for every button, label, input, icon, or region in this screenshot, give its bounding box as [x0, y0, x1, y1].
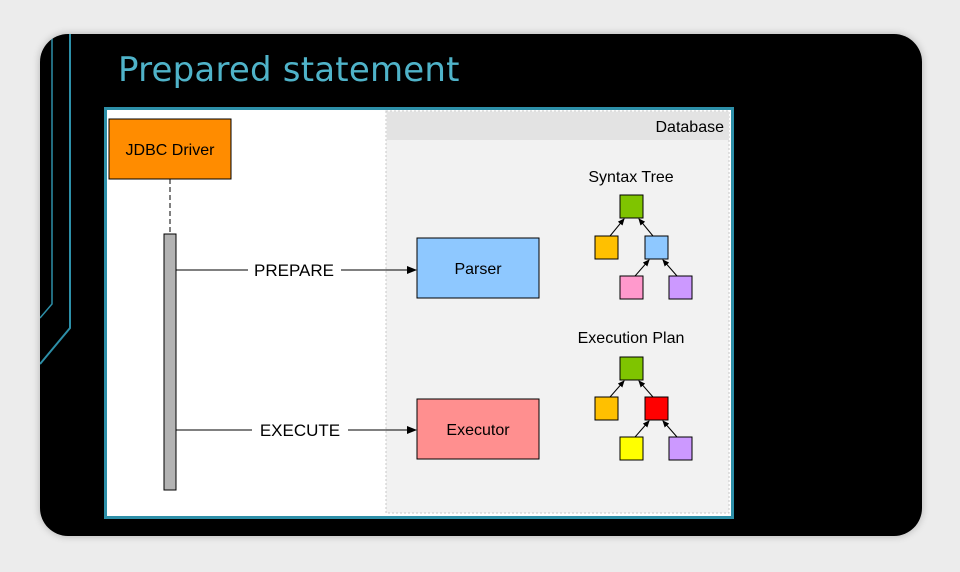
syntax-tree-node-left — [594, 235, 619, 260]
execution-plan-node-root — [619, 356, 644, 381]
syntax-tree-edge — [609, 218, 625, 237]
syntax-tree-edge — [634, 259, 650, 277]
syntax-tree-node-pink — [619, 275, 644, 300]
execute-message-label: EXECUTE — [260, 421, 340, 440]
execution-plan-node-mid — [644, 396, 669, 421]
execution-plan-edge — [634, 420, 650, 438]
syntax-tree-node-purple — [668, 275, 693, 300]
execution-plan-edge — [609, 380, 625, 398]
slide-title: Prepared statement — [118, 50, 460, 90]
database-label: Database — [656, 119, 725, 136]
syntax-tree-edge — [662, 259, 678, 277]
prepare-message-label: PREPARE — [254, 261, 334, 280]
execution-plan-node-yellow — [619, 436, 644, 461]
execution-plan-edge — [662, 420, 678, 438]
syntax-tree-edge — [638, 218, 654, 237]
execution-plan-edge — [638, 380, 654, 398]
parser-label: Parser — [454, 261, 502, 278]
decorative-lines — [40, 34, 71, 365]
execution-plan-node-purple — [668, 436, 693, 461]
executor-label: Executor — [446, 422, 510, 439]
executor-box — [416, 398, 540, 460]
syntax-tree-title: Syntax Tree — [588, 169, 673, 186]
syntax-tree-node-root — [619, 194, 644, 219]
sequence-diagram: Database JDBC Driver PREPARE Parser EXEC… — [108, 110, 730, 514]
jdbc-driver-box — [108, 118, 232, 180]
execution-plan-title: Execution Plan — [578, 330, 685, 347]
activation-bar — [163, 233, 177, 491]
jdbc-driver-label: JDBC Driver — [126, 142, 216, 159]
diagram-frame: Database JDBC Driver PREPARE Parser EXEC… — [104, 107, 734, 519]
database-header — [387, 112, 729, 140]
syntax-tree-node-mid — [644, 235, 669, 260]
execution-plan-node-left — [594, 396, 619, 421]
slide: Prepared statement Database JDBC Driver — [40, 34, 922, 536]
parser-box — [416, 237, 540, 299]
